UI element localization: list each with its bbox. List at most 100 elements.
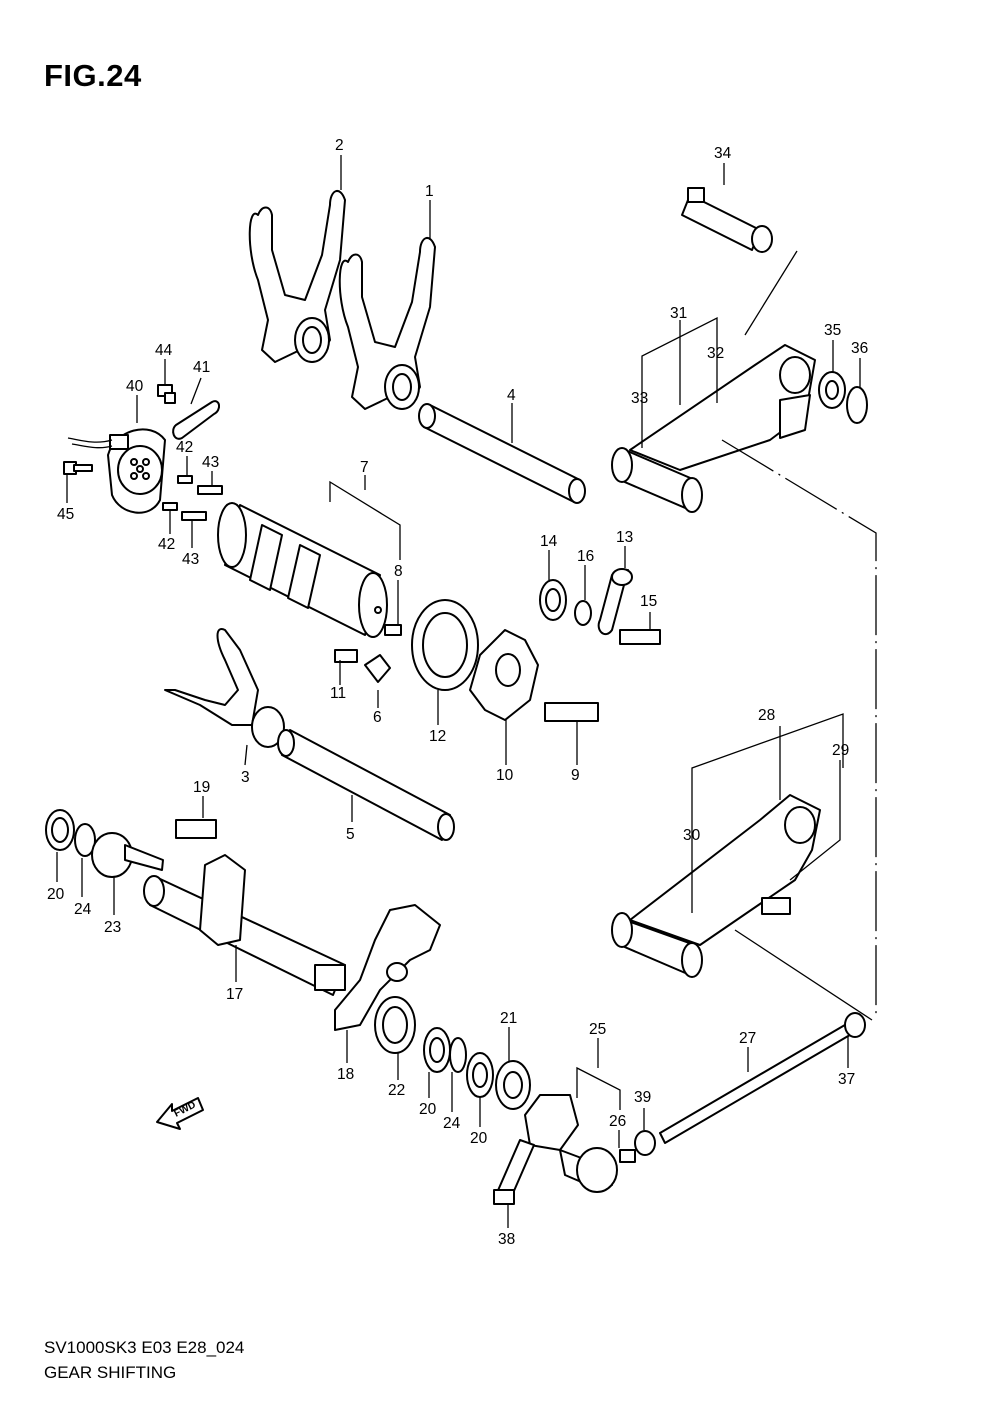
bolt-11 (334, 649, 358, 663)
callout-43-upper: 43 (202, 454, 219, 471)
callout-31: 31 (670, 305, 687, 322)
leader-lines (56, 155, 877, 1228)
spring-43-upper (197, 485, 223, 495)
callout-39: 39 (634, 1089, 651, 1106)
joint-26 (619, 1149, 636, 1163)
callout-labels: 2 1 4 3 5 6 7 8 9 10 11 12 13 14 15 16 1… (47, 137, 868, 1248)
footrest-rubber-30 (611, 912, 703, 978)
callout-45: 45 (57, 506, 74, 523)
callout-24-left: 24 (74, 901, 92, 918)
callout-14: 14 (540, 533, 558, 550)
callout-29: 29 (832, 742, 849, 759)
callout-19: 19 (193, 779, 210, 796)
model-code: SV1000SK3 E03 E28_024 (44, 1338, 245, 1357)
callout-10: 10 (496, 767, 514, 784)
spring-14 (539, 579, 567, 621)
figure-title: FIG.24 (44, 58, 142, 93)
bolt-29 (761, 897, 791, 915)
gearshift-lever-28 (629, 794, 821, 946)
gearshift-link-25 (524, 1094, 618, 1193)
callout-24-mid: 24 (443, 1115, 461, 1132)
callout-40: 40 (126, 378, 144, 395)
spring-22 (374, 996, 416, 1054)
callout-44: 44 (155, 342, 173, 359)
callout-1: 1 (425, 183, 434, 200)
screw-45 (63, 461, 93, 475)
callout-41: 41 (193, 359, 210, 376)
callout-18: 18 (337, 1066, 354, 1083)
callout-7: 7 (360, 459, 369, 476)
callout-13: 13 (616, 529, 633, 546)
nut-39 (634, 1130, 656, 1156)
callout-30: 30 (683, 827, 701, 844)
callout-12: 12 (429, 728, 446, 745)
fork-shaft-4 (418, 403, 586, 504)
callout-35: 35 (824, 322, 841, 339)
bolt-15 (619, 629, 661, 645)
pawl-9 (544, 702, 599, 722)
callout-27: 27 (739, 1030, 756, 1047)
gearshift-shaft-17 (143, 854, 346, 996)
callout-20-right: 20 (470, 1130, 488, 1147)
bearing-12 (411, 599, 479, 691)
circlip-24-mid (449, 1037, 467, 1073)
washer-16 (574, 600, 592, 626)
washer-35 (818, 371, 846, 409)
gearshift-cam-7 (217, 502, 388, 638)
pin-19 (175, 819, 217, 839)
callout-42-lower: 42 (158, 536, 175, 553)
plate-6 (364, 654, 391, 683)
callout-4: 4 (507, 387, 516, 404)
retainer-plate-41 (172, 400, 220, 440)
stopper-arm-13 (597, 568, 633, 636)
shift-fork-3 (164, 628, 285, 748)
washer-20-mid (423, 1027, 451, 1073)
shift-fork-2 (248, 190, 346, 363)
footrest-rubber-33 (611, 447, 703, 513)
screw-44 (157, 384, 176, 404)
callout-5: 5 (346, 826, 355, 843)
washer-20-right (466, 1052, 494, 1098)
callout-15: 15 (640, 593, 657, 610)
forward-arrow-icon (156, 1097, 204, 1130)
callout-32: 32 (707, 345, 724, 362)
shift-fork-1 (338, 237, 436, 410)
pin-42-lower (162, 502, 178, 511)
cam-driven-gear-10 (469, 629, 539, 721)
bolt-34 (681, 187, 773, 253)
callout-43-lower: 43 (182, 551, 199, 568)
bolt-38 (493, 1139, 535, 1205)
callout-20-left: 20 (47, 886, 65, 903)
figure-footer: SV1000SK3 E03 E28_024 GEAR SHIFTING (44, 1335, 244, 1385)
callout-28: 28 (758, 707, 775, 724)
cam-pin-8 (384, 624, 402, 636)
spring-23 (91, 832, 164, 878)
callout-33: 33 (631, 390, 648, 407)
callout-38: 38 (498, 1231, 515, 1248)
pin-42-upper (177, 475, 193, 484)
gearshift-rod-27 (659, 1021, 856, 1144)
callout-36: 36 (851, 340, 868, 357)
callout-26: 26 (609, 1113, 626, 1130)
callout-34: 34 (714, 145, 732, 162)
callout-25: 25 (589, 1021, 606, 1038)
callout-21: 21 (500, 1010, 517, 1027)
callout-42-upper: 42 (176, 439, 193, 456)
callout-37: 37 (838, 1071, 855, 1088)
circlip-24-left (74, 823, 96, 857)
callout-20-mid: 20 (419, 1101, 437, 1118)
callout-22: 22 (388, 1082, 405, 1099)
callout-8: 8 (394, 563, 403, 580)
oil-seal-21 (495, 1060, 531, 1110)
washer-20-left (45, 809, 75, 851)
callout-9: 9 (571, 767, 580, 784)
callout-6: 6 (373, 709, 382, 726)
callout-3: 3 (241, 769, 250, 786)
fork-shaft-5 (277, 729, 455, 841)
callout-2: 2 (335, 137, 344, 154)
gear-position-switch-40 (107, 428, 166, 514)
callout-11: 11 (330, 685, 346, 702)
gearshift-lever-31 (629, 344, 816, 471)
figure-caption: GEAR SHIFTING (44, 1363, 177, 1382)
